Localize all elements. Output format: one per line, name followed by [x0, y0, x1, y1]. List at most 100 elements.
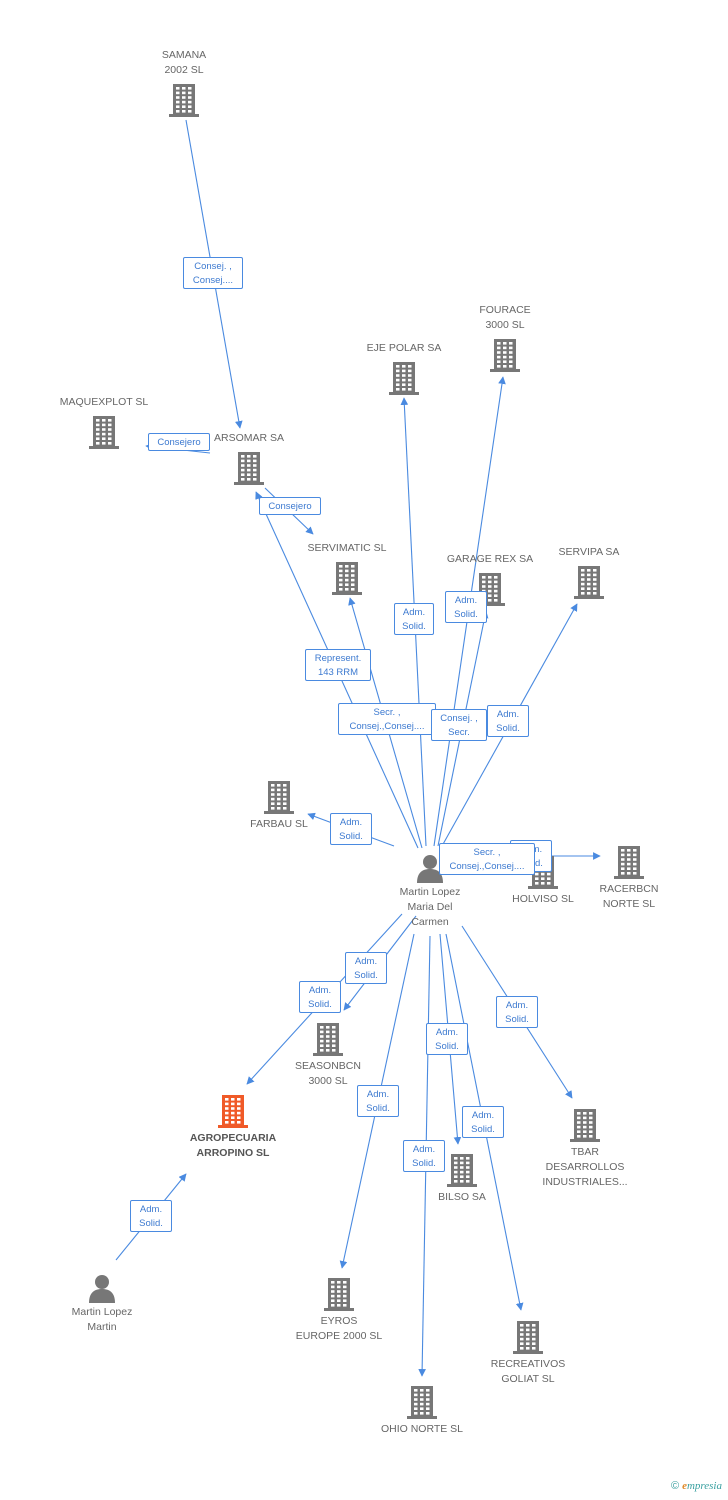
node-servipa[interactable]: SERVIPA SA: [524, 545, 654, 600]
edge-label-line: Consejero: [157, 437, 201, 448]
node-label-line: HOLVISO SL: [512, 893, 574, 905]
node-label: EJE POLAR SA: [339, 341, 469, 356]
edge-label-line: Solid.: [454, 609, 478, 620]
node-label: OHIO NORTE SL: [357, 1422, 487, 1437]
edge-label-martin_maria-tbar[interactable]: Adm. Solid.: [496, 996, 538, 1028]
edge-label-martin_maria-eyros[interactable]: Adm.Solid.: [357, 1085, 399, 1117]
building-icon: [446, 1152, 478, 1193]
edge-label-martin_maria-servipa[interactable]: Adm.Solid.: [487, 705, 529, 737]
node-label-line: Martin: [87, 1321, 117, 1333]
edge-label-line: Secr.: [448, 727, 470, 738]
building-icon: [406, 1384, 438, 1425]
edge-label-martin_maria-arsomar[interactable]: Represent.143 RRM: [305, 649, 371, 681]
edge-label-line: Adm.: [435, 1027, 459, 1038]
node-label-line: RACERBCN: [599, 883, 659, 895]
node-label-line: SEASONBCN: [295, 1060, 361, 1072]
building-icon: [489, 337, 521, 378]
node-label-line: SAMANA: [161, 49, 207, 61]
node-label-line: Martin Lopez: [71, 1306, 133, 1318]
edge-label-martin_maria-racerbcn[interactable]: Secr. ,Consej.,Consej....: [439, 843, 535, 875]
edge-label-line: Adm.: [412, 1144, 436, 1155]
edge-label-line: Adm.: [366, 1089, 390, 1100]
edge-label-line: Solid.: [435, 1041, 459, 1052]
node-farbau[interactable]: FARBAU SL: [214, 779, 344, 832]
building-icon: [512, 1319, 544, 1360]
edge-label-line: Represent.: [314, 653, 362, 664]
building-icon: [233, 450, 265, 491]
edge-label-line: Adm.: [402, 607, 426, 618]
edge-label-martin_maria-fourace[interactable]: Consej. , Secr.: [431, 709, 487, 741]
edge-label-line: Consej.,Consej....: [349, 721, 425, 732]
building-icon: [323, 1276, 355, 1317]
node-ejepolar[interactable]: EJE POLAR SA: [339, 341, 469, 396]
node-label-line: OHIO NORTE SL: [380, 1423, 464, 1435]
edge-label-line: Adm.: [496, 709, 520, 720]
edge-label-line: Adm.: [139, 1204, 163, 1215]
node-servimatic[interactable]: SERVIMATIC SL: [282, 541, 412, 596]
node-label: FOURACE 3000 SL: [440, 303, 570, 333]
node-label-line: TBAR: [570, 1146, 599, 1158]
building-icon: [388, 360, 420, 401]
node-label-line: SERVIPA SA: [558, 546, 620, 558]
brand-logo[interactable]: ©empresia: [671, 1480, 722, 1492]
edge-label-line: Consejero: [268, 501, 312, 512]
edge-label-line: Solid.: [505, 1014, 529, 1025]
node-label-line: ARSOMAR SA: [213, 432, 284, 444]
brand-initial: e: [682, 1480, 687, 1492]
node-label: MAQUEXPLOT SL: [39, 395, 169, 410]
node-label-line: 3000 SL: [485, 319, 525, 331]
edge-label-line: Adm.: [308, 985, 332, 996]
node-label: ARSOMAR SA: [184, 431, 314, 446]
edge-label-martin_maria-garagerex[interactable]: Adm.Solid.: [445, 591, 487, 623]
edge-label-line: Solid.: [339, 831, 363, 842]
node-label-line: EYROS: [320, 1315, 358, 1327]
edge-label-martin_maria-seasonbcn[interactable]: Adm. Solid.: [345, 952, 387, 984]
edge-label-line: Solid.: [354, 970, 378, 981]
building-icon: [613, 844, 645, 885]
edge-label-martin_maria-bilso[interactable]: Adm. Solid.: [426, 1023, 468, 1055]
edge-label-line: Consej. ,: [440, 713, 478, 724]
node-label-line: FOURACE: [479, 304, 531, 316]
edge-label-line: Adm.: [354, 956, 378, 967]
building-icon: [263, 779, 295, 820]
node-maquexplot[interactable]: MAQUEXPLOT SL: [39, 395, 169, 450]
node-label-line: Martin Lopez: [399, 886, 461, 898]
edge-label-line: Solid.: [139, 1218, 163, 1229]
edge-label-samana-arsomar[interactable]: Consej. ,Consej....: [183, 257, 243, 289]
edge-label-martin_maria-farbau[interactable]: Adm.Solid.: [330, 813, 372, 845]
edge-label-martin_maria-servimatic[interactable]: Secr. , Consej.,Consej....: [338, 703, 436, 735]
edge-label-arsomar-servimatic[interactable]: Consejero: [259, 497, 321, 515]
node-label-line: DESARROLLOS: [545, 1161, 625, 1173]
node-arsomar[interactable]: ARSOMAR SA: [184, 431, 314, 486]
edge-label-martin_maria-recreativos[interactable]: Adm.Solid.: [462, 1106, 504, 1138]
edge-label-line: Adm.: [471, 1110, 495, 1121]
edge-label-martin_maria-ejepolar[interactable]: Adm.Solid.: [394, 603, 434, 635]
edge-label-line: Secr. ,: [373, 707, 401, 718]
edge-label-martin_maria-agropecuaria[interactable]: Adm.Solid.: [299, 981, 341, 1013]
node-ohionorte[interactable]: OHIO NORTE SL: [357, 1384, 487, 1437]
edge-label-martin_maria-ohionorte[interactable]: Adm.Solid.: [403, 1140, 445, 1172]
edge-label-line: Adm.: [505, 1000, 529, 1011]
node-fourace[interactable]: FOURACE 3000 SL: [440, 303, 570, 373]
person-icon: [87, 1273, 117, 1308]
building-icon: [312, 1021, 344, 1062]
edge-label-martin_martin-agropecuaria[interactable]: Adm. Solid.: [130, 1200, 172, 1232]
node-label-line: EJE POLAR SA: [366, 342, 442, 354]
edge-label-arsomar-maquexplot[interactable]: Consejero: [148, 433, 210, 451]
node-label: SERVIPA SA: [524, 545, 654, 560]
node-bilso[interactable]: BILSO SA: [397, 1152, 527, 1205]
